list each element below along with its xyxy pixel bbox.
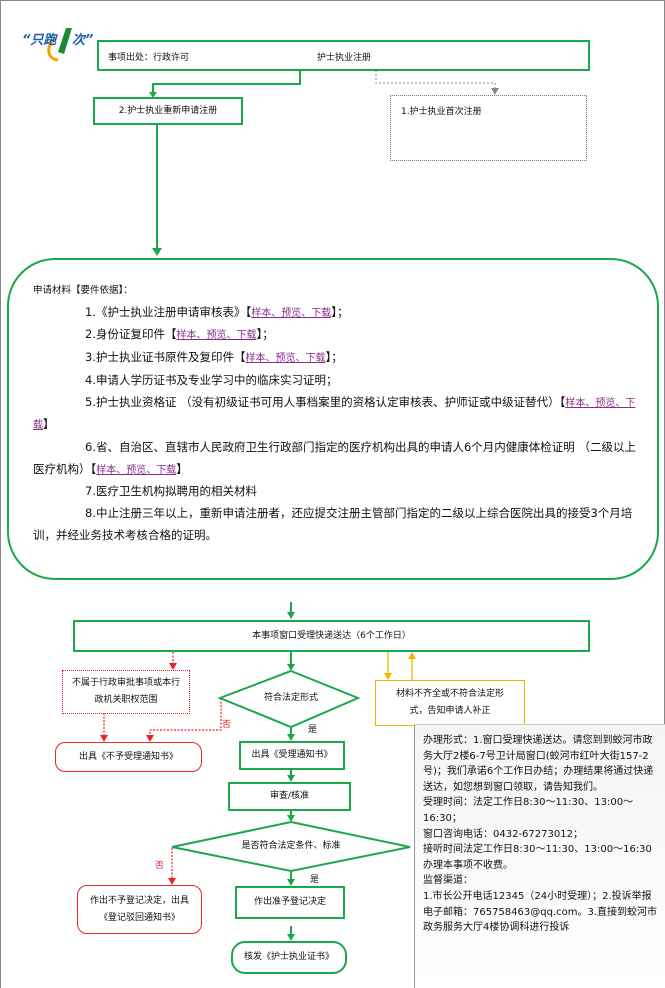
sample-preview-download-link[interactable]: 样本、预览、下载 [33,397,636,432]
material-end: ； [331,350,343,365]
sample-preview-download-link[interactable]: 样本、预览、下载 [96,464,177,476]
yes-label: 是 [308,725,318,735]
material-item: 1.《护士执业注册申请审核表》【样本、预览、下载】； [85,304,349,319]
info-line: 窗口咨询电话：0432-67273012； [423,828,583,840]
item-name: 护士执业注册 [317,53,372,63]
issue-certificate-box: 核发《护士执业证书》 [231,941,347,974]
logo: “只跑次” [20,22,95,62]
info-line: 接听时间法定工作日8:30～11:30、13:00～16:30 [423,844,652,856]
yes-label-2: 是 [310,875,320,885]
material-item: 7.医疗卫生机构拟聘用的相关材料 [33,481,641,503]
accept-notice-box: 出具《受理通知书》 [239,741,345,770]
info-panel: 办理形式：1.窗口受理快递送达。请您到到蛟河市政务大厅2楼6-7号卫计局窗口(蛟… [414,724,665,988]
material-item: 5.护士执业资格证 （没有初级证书可用人事档案里的资格认定审核表、护师证或中级证… [33,394,636,432]
top-box: 事项出处：行政许可 护士执业注册 [97,40,590,71]
diamond-check-conditions [171,820,411,873]
svg-text:次”: 次” [72,32,93,48]
material-text: 3.护士执业证书原件及复印件 [85,350,234,365]
material-text: 1.《护士执业注册申请审核表》 [85,304,246,319]
sample-preview-download-link[interactable]: 样本、预览、下载 [251,307,332,319]
incomplete-box: 材料不齐全或不符合法定形式，告知申请人补正 [375,680,525,726]
approve-box: 作出准予登记决定 [235,886,345,919]
no-label-2: 否 [155,861,165,871]
first-registration-label: 1.护士执业首次注册 [401,107,482,117]
materials-heading: 申请材料【要件依据】： [33,285,133,296]
material-item: 3.护士执业证书原件及复印件【样本、预览、下载】； [85,350,343,365]
diamond-check-form [217,669,361,729]
info-line: 监督渠道： [423,875,473,887]
first-registration-box[interactable]: 1.护士执业首次注册 [390,95,587,161]
material-text: 8.中止注册三年以上，重新申请注册者，还应提交注册主管部门指定的二级以上综合医院… [33,506,633,542]
material-text: 5.护士执业资格证 （没有初级证书可用人事档案里的资格认定审核表、护师证或中级证… [85,394,560,409]
material-text: 6.省、自治区、直辖市人民政府卫生行政部门指定的医疗机构出具的申请人6个月内健康… [33,439,636,476]
check-conditions-label: 是否符合法定条件、标准 [241,841,341,851]
material-text: 4.申请人学历证书及专业学习中的临床实习证明； [85,372,338,387]
svg-text:“只跑: “只跑 [22,32,58,48]
line-to-renew [152,70,301,92]
review-box: 审查/核准 [228,782,351,811]
source-label: 事项出处：行政许可 [108,53,190,63]
sample-preview-download-link[interactable]: 样本、预览、下载 [245,353,326,365]
deny-box: 作出不予登记决定，出具《登记驳回通知书》 [77,885,202,934]
materials-box: 申请材料【要件依据】： 1.《护士执业注册申请审核表》【样本、预览、下载】； 2.… [7,258,659,580]
line-to-first [375,70,496,90]
out-of-scope-box: 不属于行政审批事项或本行政机关职权范围 [62,670,190,714]
material-text: 7.医疗卫生机构拟聘用的相关材料 [85,484,257,499]
accept-box: 本事项窗口受理快递送达（6个工作日） [73,620,590,652]
material-item: 2.身份证复印件【样本、预览、下载】； [85,327,274,342]
check-form-label: 符合法定形式 [263,693,318,703]
material-item: 6.省、自治区、直辖市人民政府卫生行政部门指定的医疗机构出具的申请人6个月内健康… [33,439,636,476]
sample-preview-download-link[interactable]: 样本、预览、下载 [176,330,257,342]
material-item: 4.申请人学历证书及专业学习中的临床实习证明； [33,370,641,392]
renew-registration-box[interactable]: 2.护士执业重新申请注册 [93,97,243,125]
info-line: 办理本事项不收费。 [423,859,513,871]
reject-notice-box: 出具《不予受理通知书》 [55,742,202,772]
material-item: 8.中止注册三年以上，重新申请注册者，还应提交注册主管部门指定的二级以上综合医院… [33,503,641,546]
info-line: 1.市长公开电话12345（24小时受理）；2.投诉举报电子邮箱：7657584… [423,890,658,934]
no-label: 否 [222,720,232,730]
info-line: 办理形式：1.窗口受理快递送达。请您到到蛟河市政务大厅2楼6-7号卫计局窗口(蛟… [423,735,654,793]
material-end: ； [262,327,274,342]
material-text: 2.身份证复印件 [85,327,165,342]
info-line: 受理时间：法定工作日8:30～11:30、13:00～16:30； [423,797,634,824]
material-end: ； [336,304,349,319]
